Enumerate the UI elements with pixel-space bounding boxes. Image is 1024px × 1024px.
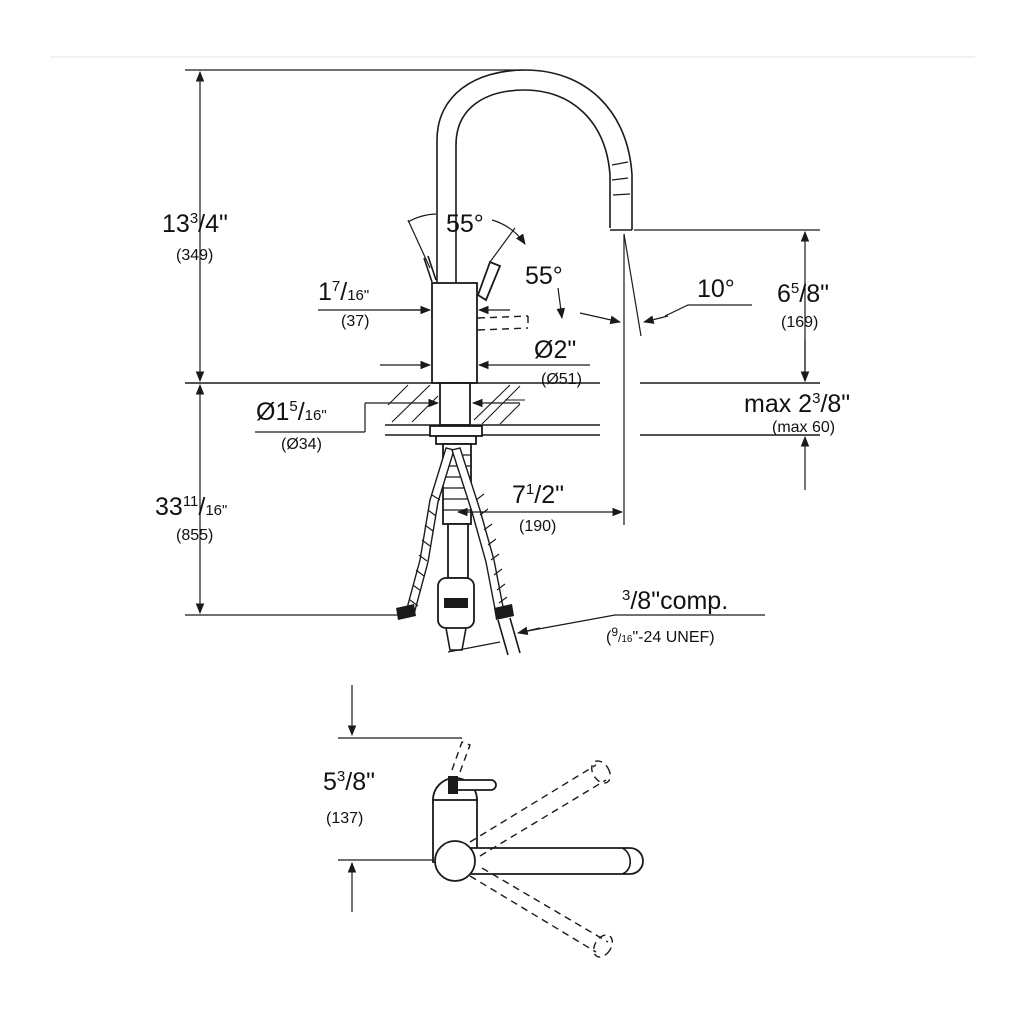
- top-view-depth-label: 53/8": [323, 768, 375, 796]
- top-lever: [451, 779, 497, 791]
- hose-right-connector: [494, 604, 514, 620]
- spout-rotate-up: [469, 764, 607, 857]
- spout-rotate-down: [469, 867, 609, 953]
- total-height-label: 133/4": [162, 210, 228, 238]
- supply-tube-right: [509, 617, 521, 654]
- supply-tube-left: [497, 619, 509, 656]
- dimension-lines: [185, 69, 820, 636]
- spray-head-detail: [611, 161, 631, 196]
- faucet-side-view: [185, 69, 820, 656]
- spout-rotate-down-tip: [593, 934, 613, 958]
- max-deck-metric: (max 60): [772, 419, 835, 436]
- spout-angle-arrow-right: [642, 315, 669, 324]
- top-spout-tip: [621, 847, 632, 875]
- max-deck-label: max 23/8": [744, 390, 850, 418]
- spout-reach-metric: (190): [519, 518, 556, 535]
- angle-leg-right: [489, 227, 516, 263]
- spout-reach-label: 71/2": [512, 481, 564, 509]
- spout-height-metric: (169): [781, 314, 818, 331]
- lever-ghost-2: [427, 255, 437, 281]
- spout-angle-arrow-left: [579, 312, 622, 325]
- angle-arc-right: [491, 219, 526, 245]
- lever-alt-position: [477, 315, 529, 331]
- hole-diameter-label: Ø15/16": [256, 398, 327, 426]
- mounting-nut: [429, 425, 483, 437]
- lever-handle: [476, 260, 502, 302]
- lever-angle-top: 55°: [446, 210, 484, 238]
- side-angle-arrow: [556, 287, 565, 320]
- pull-hose: [447, 523, 469, 579]
- top-spout: [449, 847, 644, 875]
- total-height-metric: (349): [176, 247, 213, 264]
- connection-leader-start: [447, 641, 501, 653]
- faucet-top-view: [338, 685, 644, 958]
- connection-arrow: [516, 626, 541, 636]
- below-deck-metric: (855): [176, 527, 213, 544]
- below-deck-label: 3311/16": [155, 493, 227, 521]
- connection-thread: (9/16"-24 UNEF): [606, 625, 715, 646]
- hose-left-braid: [409, 494, 441, 607]
- body-width-label: 17/16": [318, 278, 369, 306]
- spout-rotate-up-tip: [591, 760, 611, 784]
- top-lever-pivot: [448, 776, 458, 794]
- angle-arc-left: [407, 213, 437, 223]
- body-width-metric: (37): [341, 313, 369, 330]
- top-spout-base: [434, 840, 476, 882]
- connection-leader: [521, 614, 765, 633]
- spout-angle-line: [623, 233, 642, 337]
- hole-diameter-metric: (Ø34): [281, 436, 322, 453]
- body-diameter-metric: (Ø51): [541, 371, 582, 388]
- mounting-washer: [435, 435, 477, 445]
- angle-leg-left: [407, 219, 431, 269]
- spout-angle: 10°: [697, 275, 735, 303]
- top-view-depth-metric: (137): [326, 810, 363, 827]
- faucet-shank: [439, 382, 471, 426]
- top-lever-ghost: [451, 741, 471, 773]
- lever-ghost: [423, 257, 433, 283]
- spout-height-label: 65/8": [777, 280, 829, 308]
- hose-weight-band: [444, 598, 468, 608]
- lever-angle-side: 55°: [525, 262, 563, 290]
- spout-inner: [455, 89, 611, 285]
- hose-weight-bottom: [445, 627, 467, 651]
- faucet-body: [431, 282, 478, 384]
- body-diameter-label: Ø2": [534, 336, 576, 364]
- spout-angle-leader: [664, 304, 752, 317]
- hose-left-connector: [396, 604, 416, 620]
- spout-outer: [436, 69, 633, 285]
- connection-label: 3/8"comp.: [622, 587, 728, 615]
